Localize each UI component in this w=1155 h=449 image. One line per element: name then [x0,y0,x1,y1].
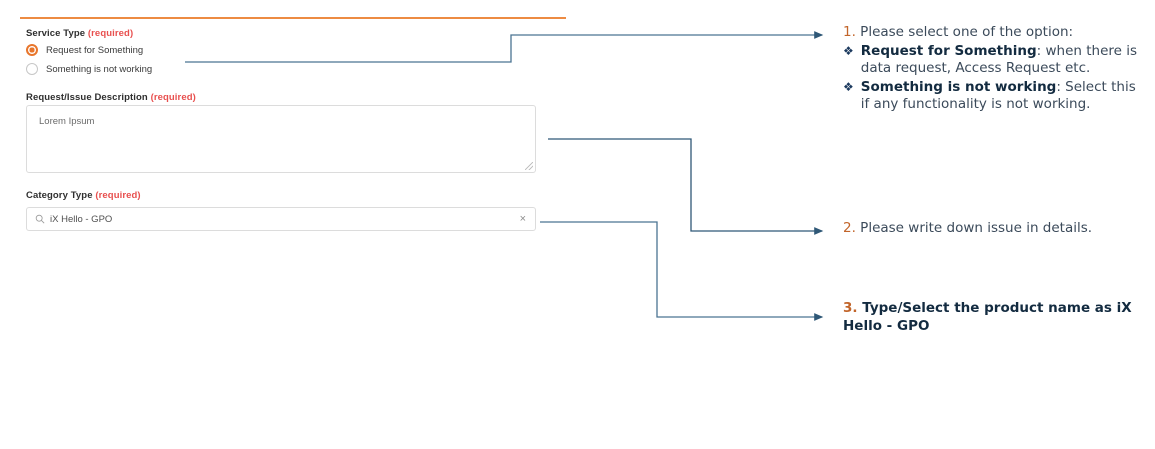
orange-divider [20,17,566,19]
annotation-1-bullet-text: Something is not working: Select this if… [861,79,1143,114]
category-type-value: iX Hello - GPO [50,213,113,225]
annotation-1-bullet-list: ❖ Request for Something: when there is d… [843,43,1143,114]
annotation-2-text: Please write down issue in details. [855,220,1093,236]
annotation-1-heading-text: Please select one of the option: [855,24,1074,40]
service-type-label-text: Service Type [26,28,86,39]
diamond-bullet-icon: ❖ [843,43,854,58]
annotation-1: 1. Please select one of the option: ❖ Re… [843,24,1143,114]
annotation-2-number: 2. [843,220,856,236]
annotation-3-number: 3. [843,300,858,316]
category-type-required-text: (required) [95,190,141,201]
description-label: Request/Issue Description (required) [26,92,196,103]
clear-icon[interactable]: × [519,212,526,225]
category-type-search-input[interactable]: iX Hello - GPO × [26,207,536,231]
diamond-bullet-icon: ❖ [843,79,854,94]
annotation-1-bullet-bold: Request for Something [860,42,1037,59]
annotation-1-bullet-item: ❖ Something is not working: Select this … [843,79,1143,114]
resize-handle-icon[interactable] [525,162,533,170]
annotation-1-bullet-rest: : Select this if any functionality is no… [860,78,1136,113]
description-textarea[interactable]: Lorem Ipsum [26,105,536,173]
description-value: Lorem Ipsum [39,116,95,127]
service-type-label: Service Type (required) [26,28,133,39]
radio-option-something-is-not-working[interactable]: Something is not working [26,63,152,75]
annotation-1-number: 1. [843,24,856,40]
annotation-2: 2. Please write down issue in details. [843,220,1153,238]
radio-label-something-is-not-working: Something is not working [46,63,153,75]
annotation-1-bullet-item: ❖ Request for Something: when there is d… [843,43,1143,78]
search-icon [35,214,45,224]
radio-selected-icon[interactable] [26,44,38,56]
category-type-label: Category Type (required) [26,190,141,201]
category-type-label-text: Category Type [26,190,93,201]
annotation-1-heading: 1. Please select one of the option: [843,24,1143,42]
radio-option-request-for-something[interactable]: Request for Something [26,44,143,56]
service-type-required-text: (required) [87,28,134,39]
annotation-3: 3. Type/Select the product name as iX He… [843,299,1143,335]
service-request-form: Service Type (required) Request for Some… [20,17,566,231]
radio-unselected-icon[interactable] [26,63,38,75]
radio-label-request-for-something: Request for Something [46,44,144,56]
description-label-text: Request/Issue Description [26,92,148,103]
annotation-1-bullet-rest: : when there is data request, Access Req… [860,42,1138,77]
annotation-1-bullet-bold: Something is not working [860,78,1057,95]
description-required-text: (required) [150,92,196,103]
annotation-3-text: Type/Select the product name as iX Hello… [843,300,1132,334]
annotation-1-bullet-text: Request for Something: when there is dat… [861,43,1143,78]
